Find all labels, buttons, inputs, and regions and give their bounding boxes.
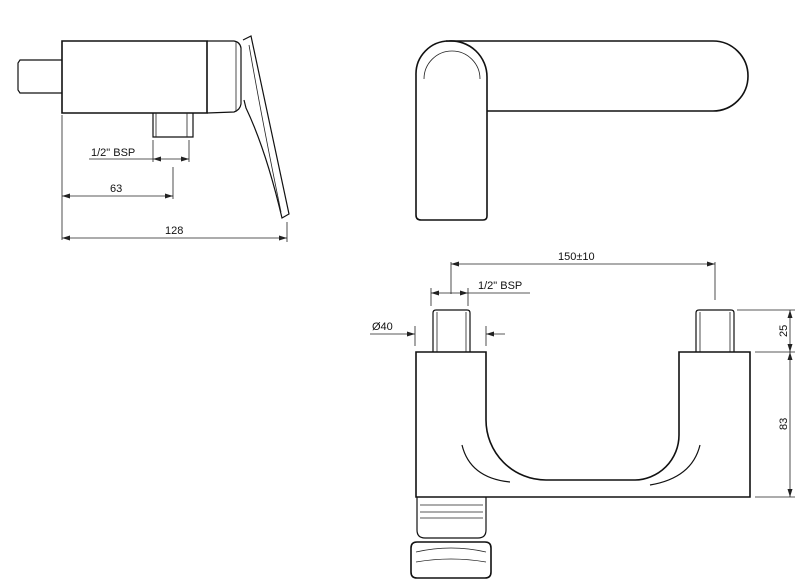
dim-height-25: 25 bbox=[778, 325, 790, 337]
front-view: 150±10 1/2" BSP Ø40 25 83 bbox=[370, 251, 795, 579]
top-lever-arm bbox=[446, 40, 749, 112]
front-body bbox=[415, 351, 751, 498]
side-lever bbox=[242, 35, 290, 219]
dim-63: 63 bbox=[110, 183, 122, 195]
front-knob bbox=[410, 541, 492, 579]
dim-bsp-bottom: 1/2" BSP bbox=[478, 280, 522, 292]
side-outlet-stub bbox=[152, 113, 194, 138]
dim-height-83: 83 bbox=[778, 418, 790, 430]
top-handle bbox=[415, 40, 488, 221]
front-cartridge bbox=[416, 497, 487, 539]
front-right-stub bbox=[695, 309, 735, 352]
side-collar bbox=[206, 40, 242, 114]
side-inlet-stub bbox=[17, 59, 62, 94]
side-body bbox=[61, 40, 208, 114]
dim-128: 128 bbox=[165, 225, 183, 237]
dim-bsp-side: 1/2" BSP bbox=[91, 147, 135, 159]
front-left-stub bbox=[432, 309, 471, 352]
dim-diameter: Ø40 bbox=[372, 321, 393, 333]
top-view bbox=[415, 40, 749, 221]
dim-spacing: 150±10 bbox=[558, 251, 595, 263]
side-view: 1/2" BSP 63 128 bbox=[17, 35, 290, 242]
